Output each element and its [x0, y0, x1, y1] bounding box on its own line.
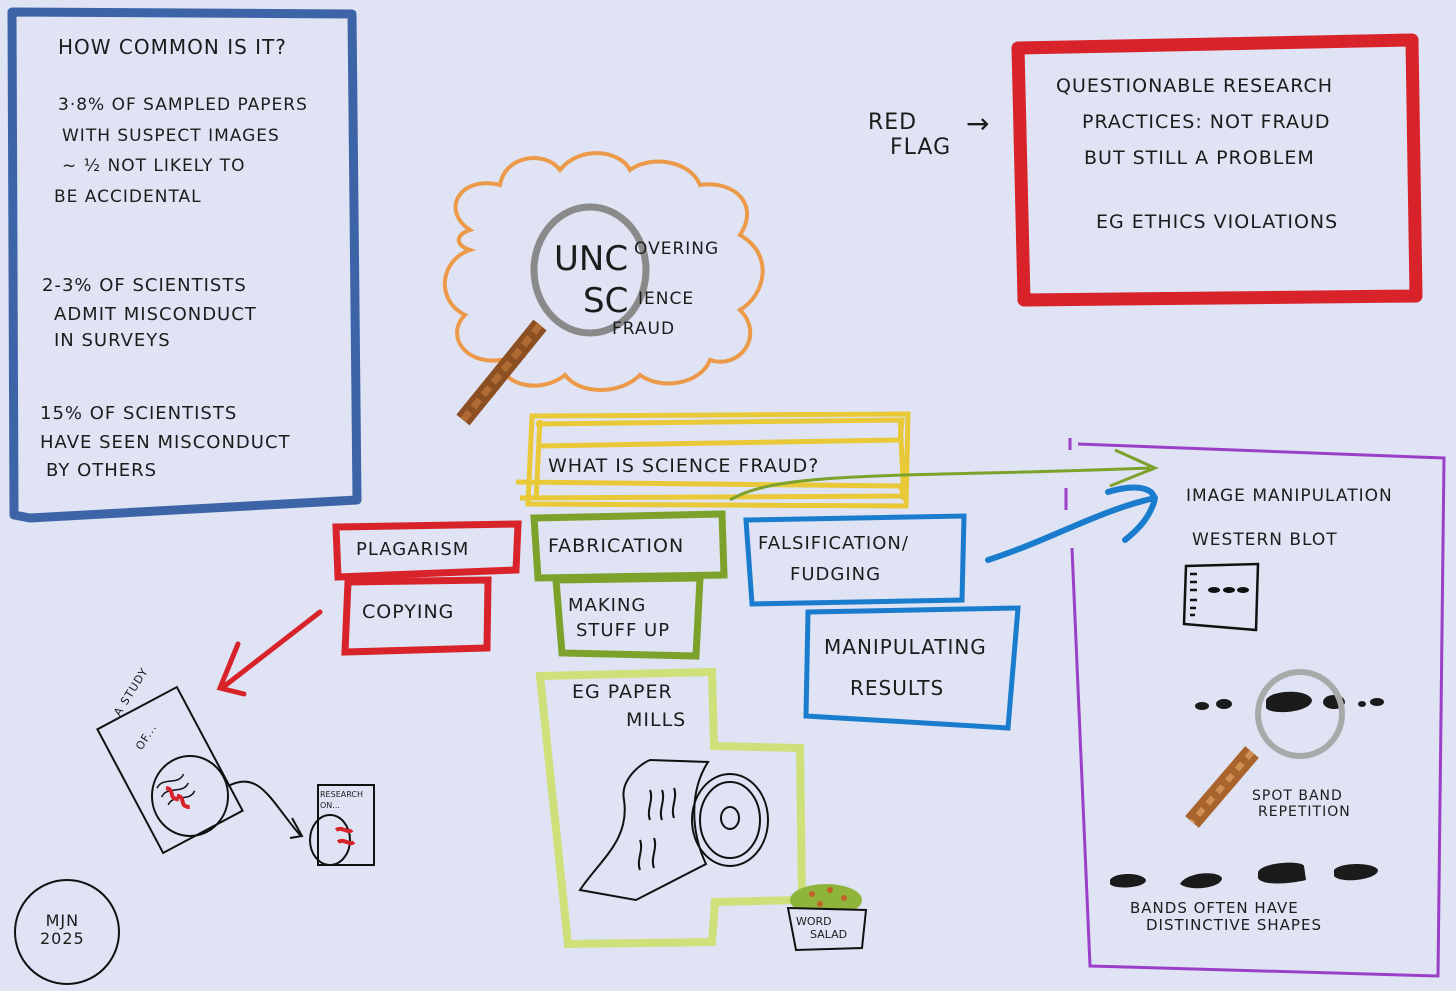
making-stuff-up-label: Making stuff up	[568, 595, 671, 641]
title-cloud	[442, 151, 765, 392]
magnified-bands	[1195, 691, 1384, 713]
repetition-line: repetition	[1258, 804, 1351, 821]
copying-arrow	[219, 609, 323, 691]
plagiarism-label: Plagarism	[356, 539, 470, 560]
stat-1: 3·8% of sampled papers with suspect imag…	[54, 95, 308, 207]
image-box-subtitle: Western blot	[1192, 530, 1338, 550]
manipulating-line: Manipulating	[824, 635, 987, 659]
stat-3-line-3: by others	[46, 460, 158, 482]
green-arrowhead	[1109, 448, 1159, 488]
stat-3-line-2: have seen misconduct	[40, 431, 291, 453]
copied-paper-marks	[334, 826, 356, 846]
magnifier-handle-texture	[460, 322, 543, 423]
red-flag-line-1: Questionable research	[1056, 75, 1334, 97]
spot-band-line: Spot band	[1252, 788, 1343, 804]
falsification-box	[743, 513, 967, 607]
stat-1-line-2: with suspect images	[62, 125, 280, 146]
mills-line: mills	[626, 708, 687, 731]
cloud-title-overing: OVERING	[634, 239, 720, 259]
stats-title: How common is it?	[58, 35, 287, 59]
making-line: Making	[568, 595, 647, 616]
red-flag-label-line-2: Flag	[890, 135, 952, 161]
falsification-to-image-arrow	[985, 495, 1158, 563]
plagiarism-box	[332, 520, 522, 581]
bands-line-2: distinctive shapes	[1146, 916, 1322, 935]
blot-bands	[1208, 587, 1249, 593]
cloud-title-sc: SC	[583, 281, 629, 321]
distinctive-bands	[1110, 862, 1378, 889]
fudging-line: Fudging	[790, 563, 882, 585]
spot-band-label: Spot band repetition	[1252, 788, 1351, 820]
copied-paper-sketch	[317, 784, 375, 866]
red-flag-label-line-1: Red	[868, 110, 918, 135]
magnifier-lens	[530, 203, 650, 337]
bands-line-1: Bands often have	[1130, 899, 1299, 917]
results-line: results	[850, 676, 945, 700]
question-box	[515, 411, 911, 509]
manipulating-results-label: Manipulating results	[824, 636, 987, 700]
copying-label: Copying	[362, 601, 455, 623]
copying-box	[341, 576, 492, 656]
word-salad-bowl-icon	[786, 884, 868, 952]
image-manipulation-box	[1070, 442, 1446, 978]
blot-magnifier-handle-texture	[1189, 750, 1255, 824]
paper2-text: Research on...	[320, 790, 363, 810]
manipulating-box	[803, 605, 1021, 731]
signature: MJN 2025	[40, 911, 85, 949]
fabrication-box	[530, 510, 728, 582]
signature-circle	[14, 879, 120, 985]
falsification-line: Falsification/	[758, 533, 909, 554]
falsification-label: Falsification/ Fudging	[758, 533, 909, 585]
red-flag-label: Red Flag	[868, 110, 951, 161]
red-flag-line-3: but still a problem	[1084, 146, 1315, 169]
stat-1-line-3: ~ ½ not likely to	[62, 156, 246, 177]
paper2-line-2: on...	[320, 801, 340, 811]
stat-1-line-1: 3·8% of sampled papers	[58, 95, 308, 115]
red-flag-text: Questionable research practices: not fra…	[1056, 75, 1339, 233]
stat-3-line-1: 15% of scientists	[40, 403, 238, 424]
signature-initials: MJN	[45, 911, 80, 930]
stat-2-line-3: in surveys	[54, 330, 171, 352]
paper-roll-icon	[578, 758, 769, 902]
stat-2-line-2: admit misconduct	[54, 303, 257, 325]
red-flag-line-2: practices: not fraud	[1082, 110, 1331, 133]
blue-arrowhead	[1105, 484, 1158, 543]
stat-1-line-4: be accidental	[54, 186, 202, 207]
cloud-title-unc: UNC	[554, 239, 629, 279]
word-salad-line-1: Word	[796, 915, 832, 928]
paper2-line-1: Research	[320, 790, 363, 799]
copied-paper-circle	[309, 814, 351, 866]
stat-2: 2-3% of scientists admit misconduct in s…	[42, 275, 257, 352]
stuff-up-line: stuff up	[576, 619, 671, 641]
original-paper-sketch	[96, 685, 244, 855]
central-question: What is science fraud?	[548, 455, 820, 477]
red-flag-box	[1011, 33, 1423, 307]
word-salad-label: Word salad	[796, 915, 848, 941]
red-flag-line-4: eg ethics violations	[1096, 210, 1339, 233]
image-box-title: Image manipulation	[1186, 486, 1393, 506]
western-blot-icon	[1182, 562, 1260, 632]
copy-connector	[227, 780, 301, 836]
stats-box-border	[7, 7, 362, 523]
stat-2-line-1: 2-3% of scientists	[42, 275, 247, 296]
cloud-title-ience: IENCE	[638, 289, 695, 309]
copying-arrowhead	[216, 641, 247, 697]
blot-magnifier-lens	[1255, 669, 1345, 759]
red-flag-arrow: →	[966, 107, 991, 140]
eg-paper-line: eg paper	[572, 681, 673, 703]
cloud-title-fraud: Fraud	[612, 319, 676, 339]
fabrication-to-image-arrow	[729, 466, 1151, 502]
bands-label: Bands often have distinctive shapes	[1130, 899, 1322, 935]
signature-year: 2025	[40, 929, 85, 949]
copied-section-circle	[151, 755, 229, 837]
making-stuff-up-box	[552, 574, 704, 660]
word-salad-line-2: salad	[810, 927, 848, 941]
fabrication-label: Fabrication	[548, 535, 685, 557]
paper-mills-label: eg paper mills	[572, 681, 687, 732]
stat-3: 15% of scientists have seen misconduct b…	[40, 403, 291, 482]
